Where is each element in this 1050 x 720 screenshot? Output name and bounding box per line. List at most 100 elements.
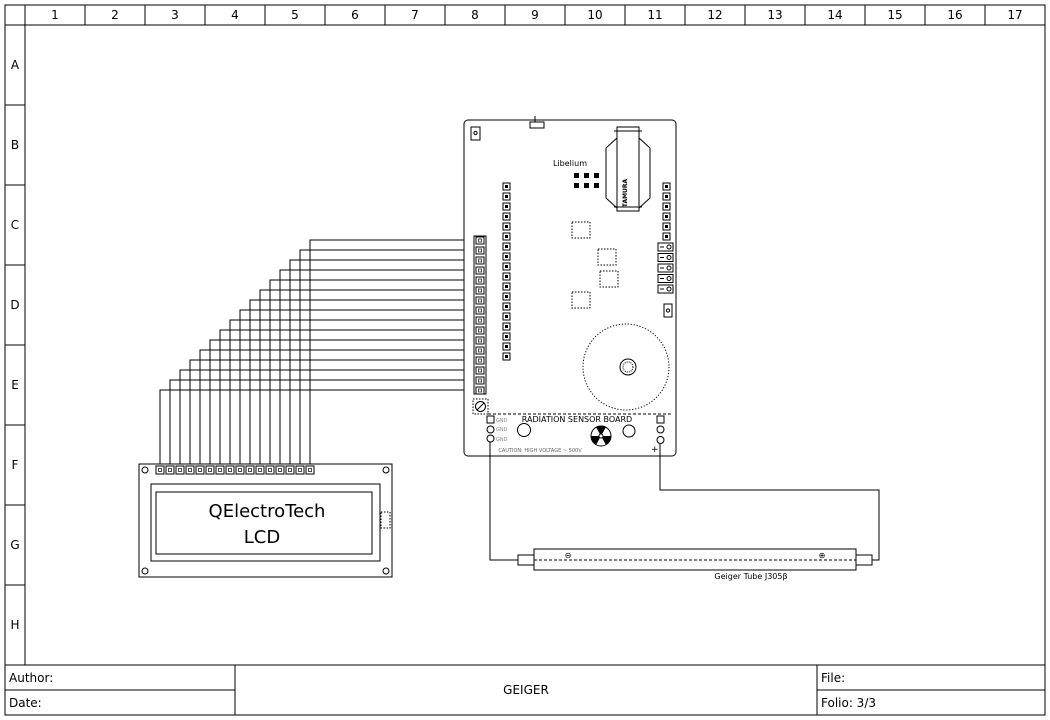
header-pin	[475, 246, 485, 255]
chip-label: TAMURA	[622, 178, 629, 207]
lcd-pin	[255, 465, 265, 475]
column-label: 17	[1007, 8, 1022, 22]
date-label: Date:	[9, 696, 42, 710]
column-label: 7	[411, 8, 419, 22]
header-pin	[475, 336, 485, 345]
wire	[309, 239, 476, 466]
trimmer-icon	[472, 398, 489, 415]
header-pin	[475, 256, 485, 265]
radiation-sensor-board[interactable]: Libelium TAMURA	[463, 116, 677, 457]
column-label: 2	[111, 8, 119, 22]
transformer-icon: TAMURA	[605, 126, 651, 212]
header-pin	[475, 316, 485, 325]
column-label: 14	[827, 8, 842, 22]
row-label: B	[11, 138, 19, 152]
column-label: 15	[887, 8, 902, 22]
gnd-label: GND	[496, 418, 508, 424]
author-label: Author:	[9, 671, 53, 685]
capacitor-icon	[517, 423, 531, 437]
file-label: File:	[821, 671, 845, 685]
lcd-pin	[305, 465, 315, 475]
lcd-pin	[285, 465, 295, 475]
column-label: 9	[531, 8, 539, 22]
wire	[229, 319, 476, 466]
board-pin-headers	[473, 182, 511, 395]
header-pin	[475, 366, 485, 375]
wire	[189, 359, 476, 466]
wire	[279, 269, 476, 466]
column-label: 10	[587, 8, 602, 22]
hv-terminals: +	[651, 415, 665, 455]
column-label: 6	[351, 8, 359, 22]
header-pin	[475, 376, 485, 385]
gnd-label: GND	[496, 437, 508, 443]
row-label: D	[10, 298, 19, 312]
row-label: E	[11, 378, 19, 392]
row-label: C	[11, 218, 19, 232]
lcd-pin	[165, 465, 175, 475]
lcd-pin	[295, 465, 305, 475]
wire	[259, 289, 476, 466]
row-label: H	[10, 618, 19, 632]
buzzer-icon	[582, 323, 670, 411]
column-label: 3	[171, 8, 179, 22]
tube-label: Geiger Tube J305β	[714, 572, 787, 581]
column-label: 1	[51, 8, 59, 22]
geiger-tube[interactable]: ⊖ ⊕ Geiger Tube J305β	[517, 548, 873, 581]
column-label: 5	[291, 8, 299, 22]
column-label: 12	[707, 8, 722, 22]
title-block: Author: Date: GEIGER File: Folio: 3/3	[9, 671, 876, 710]
header-pin	[475, 326, 485, 335]
header-pin	[475, 306, 485, 315]
header-pin	[475, 346, 485, 355]
header-pin	[475, 296, 485, 305]
lcd-pin	[225, 465, 235, 475]
lcd-pin	[275, 465, 285, 475]
wire	[159, 389, 476, 466]
wire	[299, 249, 476, 466]
wire	[269, 279, 476, 466]
tube-minus: ⊖	[565, 551, 572, 560]
pad-grid	[574, 173, 599, 188]
lcd-pin	[195, 465, 205, 475]
lcd-pin	[155, 465, 165, 475]
lcd-pin	[235, 465, 245, 475]
header-pin	[475, 276, 485, 285]
folio-label: Folio: 3/3	[821, 696, 876, 710]
header-pin	[475, 356, 485, 365]
board-name: RADIATION SENSOR BOARD	[522, 415, 632, 424]
wire	[249, 299, 476, 466]
lcd-pin	[265, 465, 275, 475]
header-pin	[475, 266, 485, 275]
plus-sign: +	[651, 445, 659, 455]
column-label: 13	[767, 8, 782, 22]
row-label: A	[11, 58, 20, 72]
wire	[239, 309, 476, 466]
drawing-title: GEIGER	[503, 683, 549, 697]
lcd-line-1: QElectroTech	[209, 501, 326, 522]
lcd-module[interactable]: QElectroTech LCD	[138, 463, 393, 578]
lcd-pin	[185, 465, 195, 475]
row-label: F	[12, 458, 19, 472]
wire-bundle	[159, 239, 476, 466]
header-pin	[475, 286, 485, 295]
wire	[179, 369, 476, 466]
column-label: 4	[231, 8, 239, 22]
right-side-connectors	[657, 182, 674, 318]
header-pin	[475, 386, 485, 395]
lcd-pin	[205, 465, 215, 475]
tube-wires	[489, 442, 880, 561]
wire	[209, 339, 476, 466]
gnd-terminals: GND GND GND	[486, 415, 508, 443]
header-pin	[475, 236, 485, 245]
lcd-pin	[215, 465, 225, 475]
board-brand: Libelium	[553, 159, 587, 168]
wire	[169, 379, 476, 466]
ic-footprints	[571, 221, 619, 309]
jumper-icon	[470, 126, 481, 141]
column-label: 8	[471, 8, 479, 22]
column-label: 11	[647, 8, 662, 22]
